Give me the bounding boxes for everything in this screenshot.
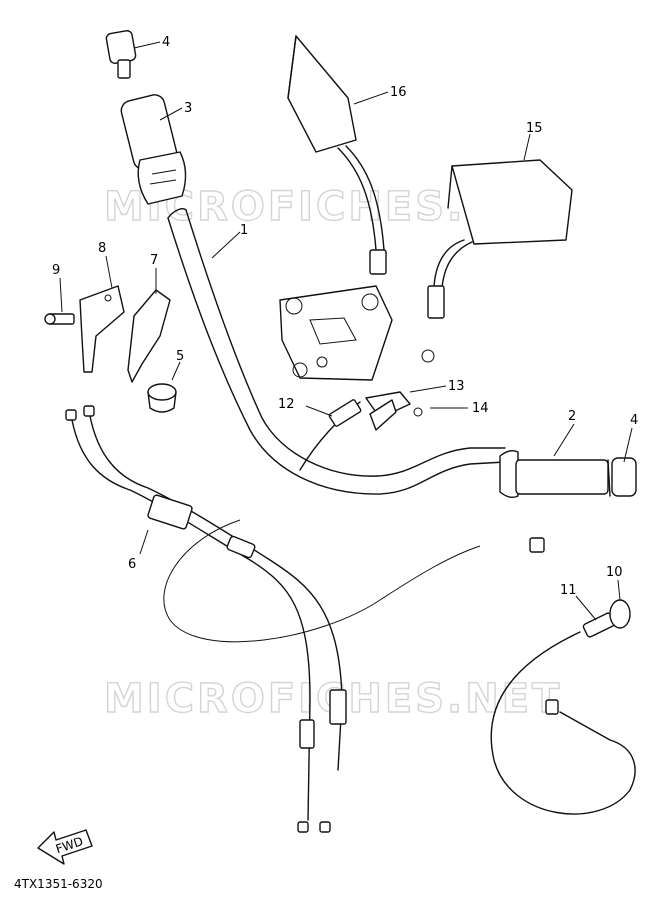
leader-lines bbox=[59, 41, 633, 621]
callout-8: 8 bbox=[98, 241, 106, 256]
handlebar-part bbox=[167, 208, 506, 495]
hose-loop-part bbox=[163, 519, 545, 643]
callout-15: 15 bbox=[526, 121, 543, 136]
callout-14: 14 bbox=[472, 401, 489, 416]
left-mirror-part bbox=[287, 35, 387, 275]
right-grip-part bbox=[499, 449, 637, 499]
callout-4-left: 4 bbox=[162, 35, 170, 50]
callout-6: 6 bbox=[128, 557, 136, 572]
switch-assembly-part bbox=[299, 349, 435, 471]
callout-12: 12 bbox=[278, 397, 295, 412]
callout-13: 13 bbox=[448, 379, 465, 394]
right-mirror-part bbox=[427, 159, 573, 319]
clamp-bracket-part bbox=[279, 285, 393, 381]
callout-10: 10 bbox=[606, 565, 623, 580]
callout-16: 16 bbox=[390, 85, 407, 100]
collar-part bbox=[147, 383, 177, 413]
left-grip-end-part bbox=[105, 30, 137, 79]
callout-5: 5 bbox=[176, 349, 184, 364]
left-grip-part bbox=[120, 94, 187, 205]
lever-holder-part bbox=[44, 285, 171, 383]
callout-4-right: 4 bbox=[630, 413, 638, 428]
fwd-arrow-icon: FWD bbox=[37, 829, 93, 865]
callout-3: 3 bbox=[184, 101, 192, 116]
callout-1: 1 bbox=[240, 223, 248, 238]
throttle-cables-part bbox=[65, 405, 347, 833]
diagram-code: 4TX1351-6320 bbox=[14, 877, 103, 891]
callouts: 4 3 1 16 15 8 7 9 5 6 12 13 14 2 4 11 10 bbox=[52, 35, 638, 598]
callout-7: 7 bbox=[150, 253, 158, 268]
callout-9: 9 bbox=[52, 263, 60, 278]
callout-2: 2 bbox=[568, 409, 576, 424]
callout-11: 11 bbox=[560, 583, 577, 598]
choke-cable-part bbox=[490, 599, 636, 815]
